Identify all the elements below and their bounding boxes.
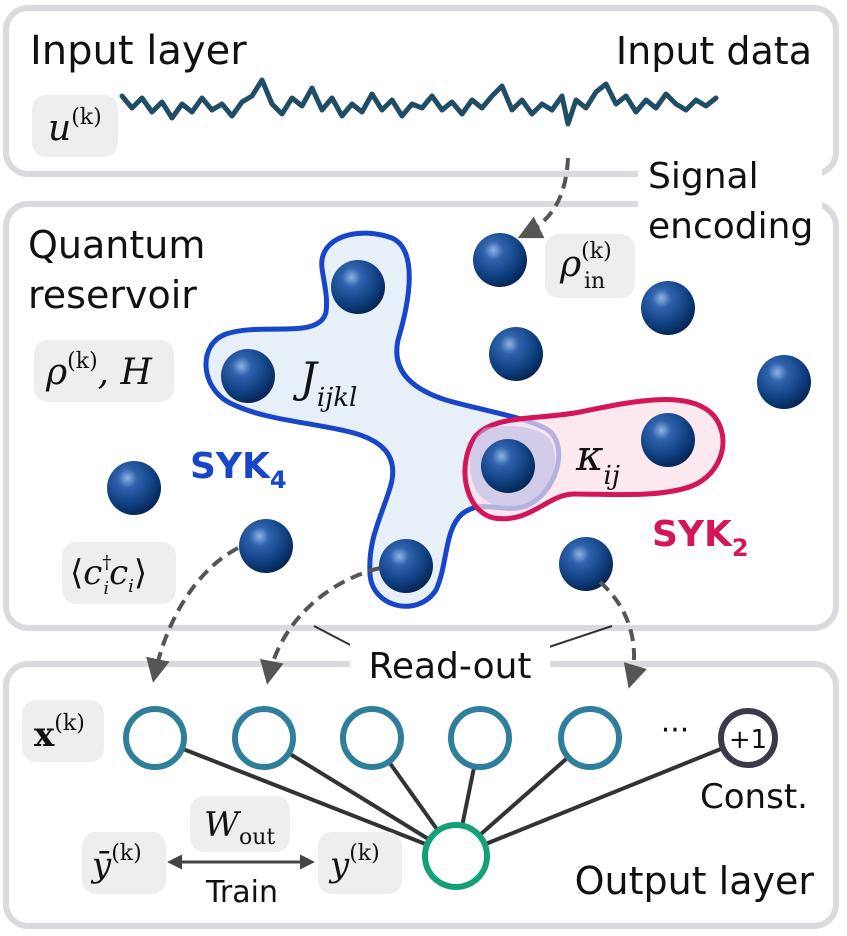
syk4-cluster <box>203 230 562 609</box>
observable-symbol: ⟨c†ici⟩ <box>70 552 147 599</box>
encoding-arrow <box>517 157 570 239</box>
readout-arrow-1 <box>146 546 239 683</box>
input-layer-title: Input layer <box>30 28 247 74</box>
ellipsis: ··· <box>661 713 690 748</box>
readout-arrow-2 <box>260 566 381 685</box>
syk4-label: SYK4 <box>190 446 287 494</box>
fermion-sphere <box>641 413 695 467</box>
u-badge <box>32 95 118 157</box>
rho-in-symbol: ρ(k) <box>559 239 612 285</box>
syk2-label: SYK2 <box>652 514 749 562</box>
rho-h-badge <box>34 340 174 402</box>
rho-in-badge <box>545 234 635 298</box>
fermion-sphere <box>641 281 695 335</box>
bias-label: +1 <box>729 725 767 755</box>
prediction-symbol: y(k) <box>328 841 380 885</box>
reservoir-title-line1: Quantum <box>28 223 205 267</box>
u-symbol: u(k) <box>48 105 102 149</box>
output-layer-title: Output layer <box>575 859 815 903</box>
train-label: Train <box>205 875 278 910</box>
encoding-label-line2: encoding <box>648 206 813 247</box>
fermion-sphere <box>757 355 811 409</box>
fermion-sphere <box>489 327 543 381</box>
input-signal-wave <box>119 77 719 127</box>
rho-h-symbol: ρ(k), H <box>45 349 153 393</box>
feature-node <box>448 706 512 770</box>
encoding-label-bg <box>638 148 822 248</box>
encoding-label-line1: Signal <box>648 156 759 197</box>
rho-in-subscript: in <box>584 269 605 294</box>
feature-nodes <box>123 706 622 770</box>
readout-label-bg <box>350 640 550 688</box>
fermion-sphere <box>107 461 161 515</box>
fermion-sphere <box>473 233 527 287</box>
prediction-badge <box>318 832 402 894</box>
fermion-sites <box>107 233 811 593</box>
fermion-sphere <box>379 539 433 593</box>
feature-node <box>558 706 622 770</box>
readout-leader-right <box>545 625 613 649</box>
kappa-coupling-symbol: κij <box>575 431 620 491</box>
observable-badge <box>62 542 176 604</box>
input-layer-panel <box>3 5 839 177</box>
target-symbol: ȳ(k) <box>90 841 142 885</box>
w-out-badge <box>190 796 290 852</box>
bias-node <box>718 708 778 768</box>
input-data-label: Input data <box>616 29 812 73</box>
x-badge <box>22 700 104 762</box>
feature-node <box>232 706 296 770</box>
feature-node <box>123 706 187 770</box>
readout-arrow-3 <box>598 580 647 689</box>
target-badge <box>82 832 166 894</box>
fermion-sphere <box>481 439 535 493</box>
w-out-symbol: Wout <box>204 805 275 850</box>
reservoir-title-line2: reservoir <box>28 273 197 317</box>
feature-node <box>340 706 404 770</box>
x-symbol: x(k) <box>34 711 85 755</box>
output-node <box>422 822 490 890</box>
fermion-sphere <box>221 349 275 403</box>
fermion-sphere <box>331 260 385 314</box>
fermion-sphere <box>239 519 293 573</box>
const-label: Const. <box>700 777 808 817</box>
readout-label: Read-out <box>368 646 531 687</box>
fermion-sphere <box>559 537 613 591</box>
